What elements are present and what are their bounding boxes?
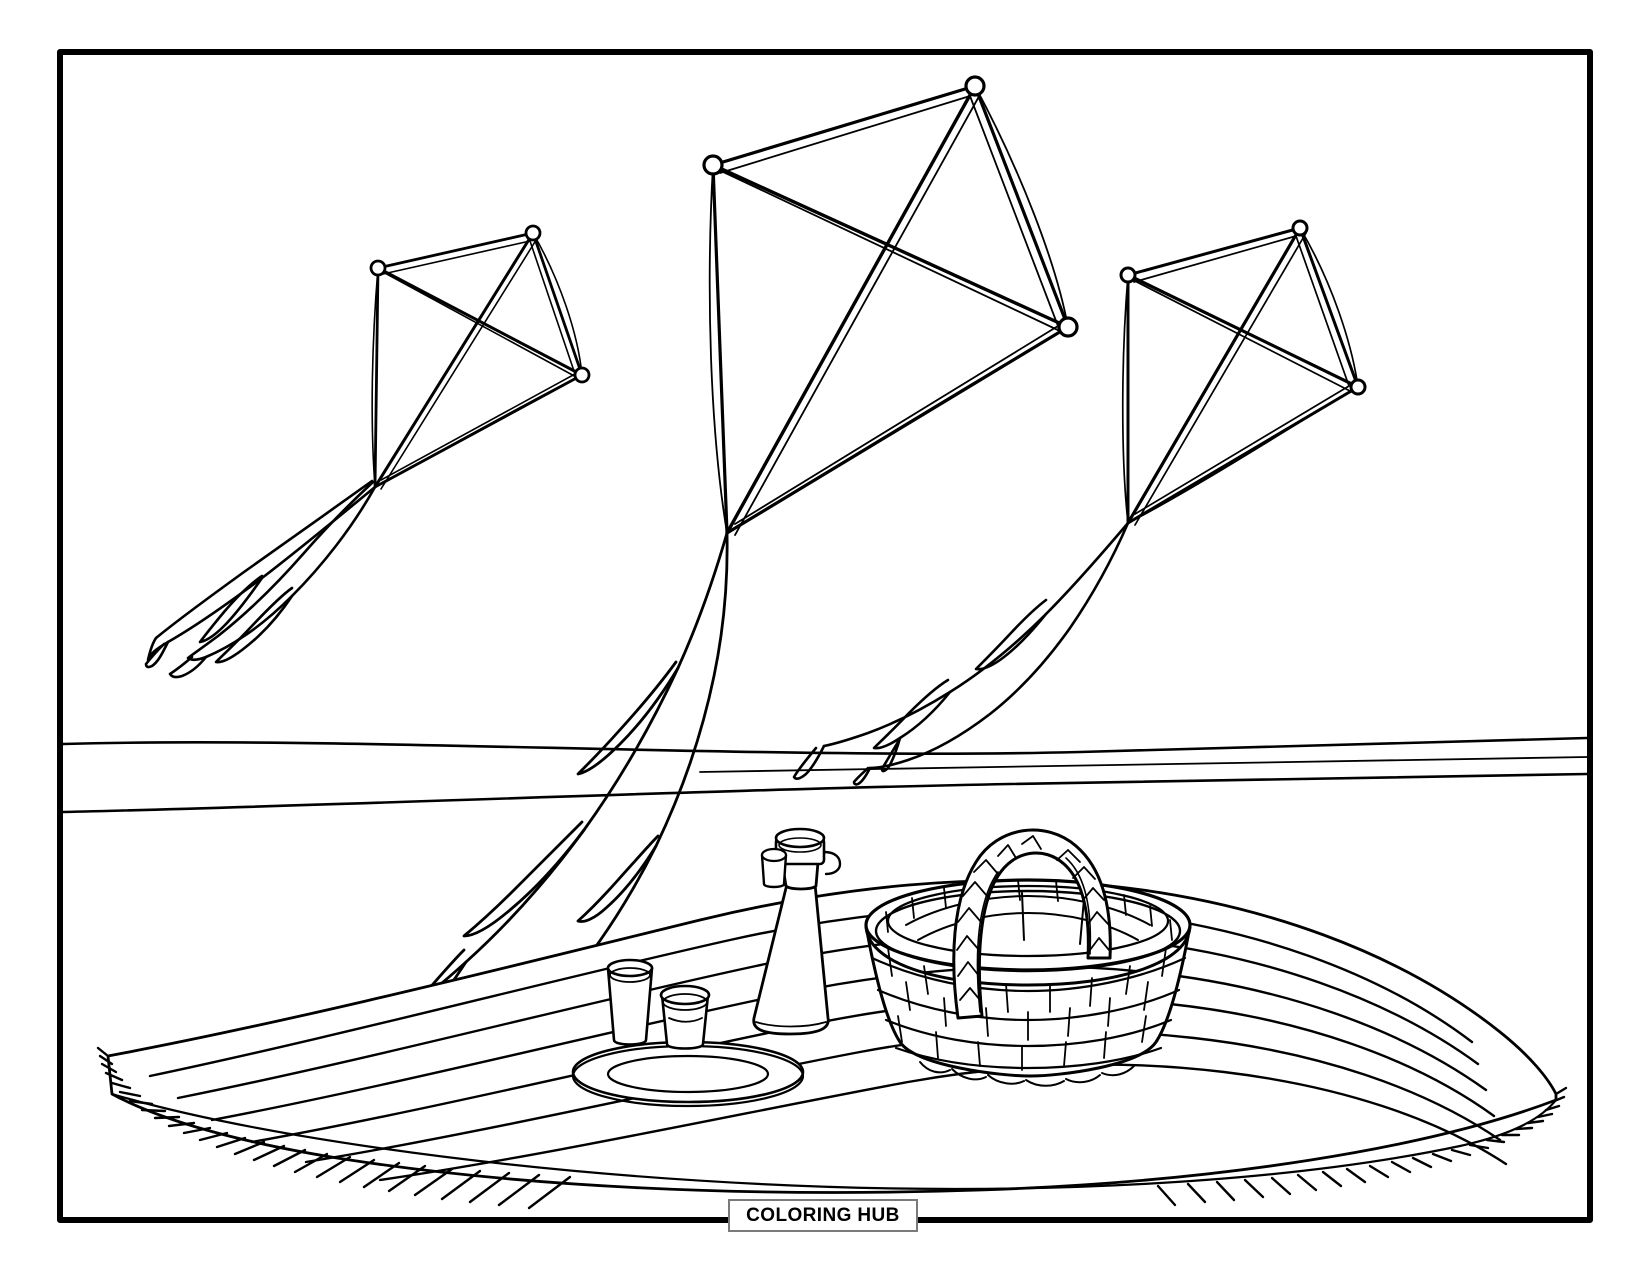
kite-center [702,75,1079,536]
kite-nock-icon [1119,266,1137,284]
kite-left [369,224,591,490]
watermark-badge: COLORING HUB [728,1199,918,1232]
basket-handle [952,828,1112,1020]
kite-nock-icon [1291,219,1309,237]
wicker-basket [864,828,1192,1087]
kite-right [1119,219,1367,526]
picnic-blanket [96,879,1568,1210]
kite-right-tail [792,521,1130,786]
tall-cup [606,958,654,1046]
basket-bottom-scallops [919,1061,1135,1087]
kite-nock-icon [1349,378,1367,396]
kite-nock-icon [964,75,986,97]
thermos-bottle [752,827,842,1036]
kite-nock-icon [369,259,387,277]
blanket-fringe-right [1156,1086,1568,1207]
kite-left-tail [144,479,377,679]
watermark-label: COLORING HUB [746,1205,900,1226]
picnic-plate [571,1040,805,1108]
kite-nock-icon [524,224,542,242]
kite-nock-icon [702,154,724,176]
blanket-fringe-left [96,1046,572,1210]
horizon-lines [63,736,1587,814]
kite-nock-icon [1057,316,1079,338]
kite-nock-icon [573,366,591,384]
short-cup [659,984,711,1050]
